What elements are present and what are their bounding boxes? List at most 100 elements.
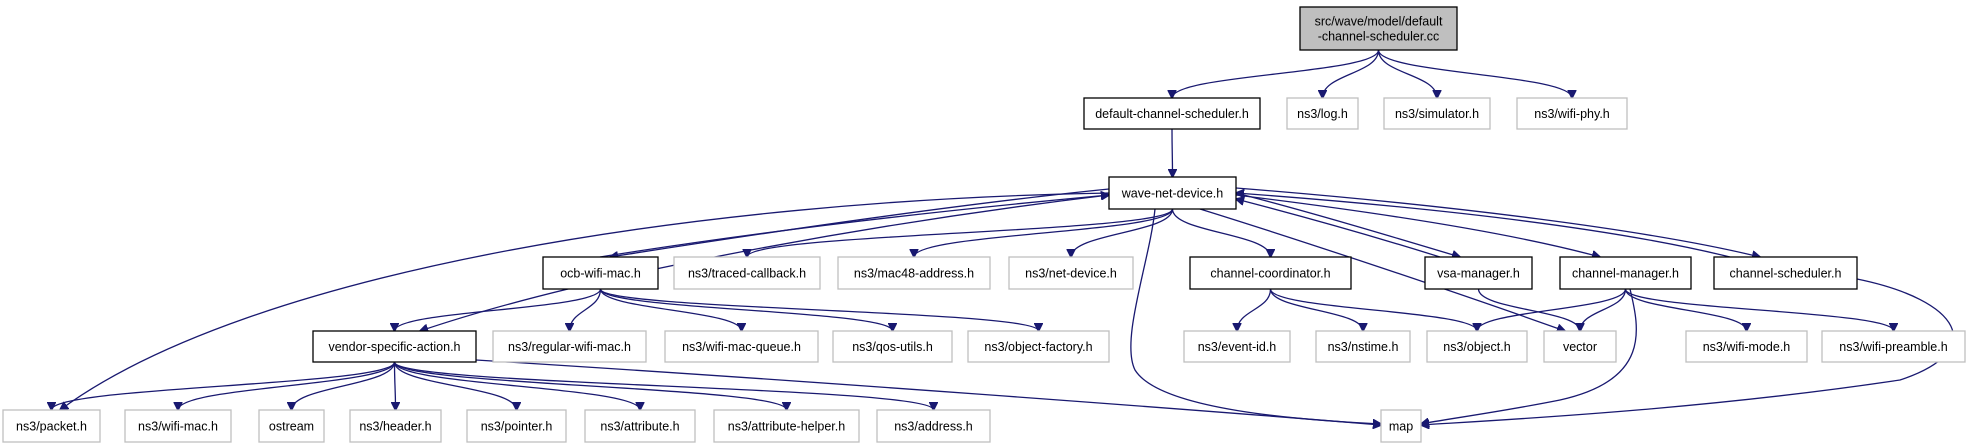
node-dcs-h[interactable]: default-channel-scheduler.h — [1083, 97, 1261, 130]
edge-main-to-dcs-h — [1172, 49, 1380, 98]
node-box — [1516, 97, 1628, 130]
node-object-factory-h: ns3/object-factory.h — [967, 330, 1110, 363]
edge-channel-scheduler-h-to-wave-net-device-h — [1236, 193, 1731, 258]
node-label: vsa-manager.h — [1437, 267, 1520, 281]
node-nstime-h: ns3/nstime.h — [1315, 330, 1411, 363]
node-wifi-mac-queue-h: ns3/wifi-mac-queue.h — [664, 330, 819, 363]
node-label: ns3/header.h — [359, 420, 431, 434]
node-box — [258, 409, 325, 443]
node-wifi-phy-h: ns3/wifi-phy.h — [1516, 97, 1628, 130]
node-label: ostream — [269, 420, 314, 434]
node-box — [1559, 256, 1692, 290]
node-ocb-wifi-mac-h[interactable]: ocb-wifi-mac.h — [542, 256, 659, 290]
node-channel-manager-h[interactable]: channel-manager.h — [1559, 256, 1692, 290]
edge-vendor-specific-action-h-to-packet-h — [52, 361, 396, 410]
node-packet-h: ns3/packet.h — [2, 409, 101, 443]
node-label: ns3/object.h — [1443, 340, 1510, 354]
edge-vsa-manager-h-to-vector — [1477, 288, 1581, 331]
node-box — [1315, 330, 1411, 363]
edge-channel-coordinator-h-to-event-id-h — [1237, 288, 1272, 331]
node-main[interactable]: src/wave/model/default-channel-scheduler… — [1299, 6, 1458, 51]
edge-wave-net-device-h-to-packet-h — [60, 192, 1110, 410]
edge-ocb-wifi-mac-h-to-wifi-mac-queue-h — [599, 288, 742, 331]
node-label: channel-scheduler.h — [1730, 267, 1842, 281]
edge-vendor-specific-action-h-to-attribute-h — [393, 361, 641, 410]
node-wifi-mode-h: ns3/wifi-mode.h — [1685, 330, 1808, 363]
node-mac48-address-h: ns3/mac48-address.h — [837, 256, 991, 290]
node-box — [1821, 330, 1966, 363]
edge-ocb-wifi-mac-h-to-regular-wifi-mac-h — [570, 288, 602, 331]
node-channel-scheduler-h[interactable]: channel-scheduler.h — [1713, 256, 1858, 290]
edge-vendor-specific-action-h-to-ostream — [292, 361, 396, 410]
edge-wave-net-device-h-to-ocb-wifi-mac-h — [610, 188, 1110, 257]
edge-wave-net-device-h-to-vector — [1199, 208, 1565, 331]
node-box — [1426, 330, 1528, 363]
node-box — [1424, 256, 1533, 290]
edge-vsa-manager-h-to-wave-net-device-h — [1236, 199, 1441, 258]
node-label: default-channel-scheduler.h — [1095, 107, 1249, 121]
node-box — [1083, 97, 1261, 130]
node-label: ns3/traced-callback.h — [688, 267, 806, 281]
node-label: ns3/packet.h — [16, 420, 87, 434]
node-label: ns3/wifi-mac-queue.h — [682, 340, 801, 354]
node-label: vector — [1563, 340, 1597, 354]
edge-vendor-specific-action-h-to-attribute-helper-h — [393, 361, 787, 410]
node-box — [2, 409, 101, 443]
node-label: ns3/wifi-mac.h — [138, 420, 218, 434]
edge-main-to-simulator-h — [1377, 49, 1438, 98]
edge-channel-manager-h-to-wifi-mode-h — [1624, 288, 1747, 331]
edge-vendor-specific-action-h-to-address-h — [393, 361, 934, 410]
edge-vendor-specific-action-h-to-pointer-h — [393, 361, 517, 410]
node-label: -channel-scheduler.cc — [1318, 30, 1440, 44]
node-label: ns3/address.h — [894, 420, 973, 434]
node-label: ns3/pointer.h — [481, 420, 553, 434]
node-box — [1189, 256, 1352, 290]
node-box — [1380, 409, 1422, 443]
node-label: channel-manager.h — [1572, 267, 1679, 281]
node-label: ns3/simulator.h — [1395, 107, 1479, 121]
edge-main-to-log-h — [1323, 49, 1380, 98]
node-vsa-manager-h[interactable]: vsa-manager.h — [1424, 256, 1533, 290]
edge-channel-manager-h-to-wifi-preamble-h — [1624, 288, 1894, 331]
edge-main-to-wifi-phy-h — [1377, 49, 1573, 98]
node-event-id-h: ns3/event-id.h — [1183, 330, 1291, 363]
node-map: map — [1380, 409, 1422, 443]
node-box — [664, 330, 819, 363]
node-wifi-preamble-h: ns3/wifi-preamble.h — [1821, 330, 1966, 363]
edge-channel-scheduler-h-to-map — [1421, 278, 1955, 425]
edge-vendor-specific-action-h-to-map — [475, 359, 1381, 425]
node-box — [466, 409, 567, 443]
node-box — [1383, 97, 1491, 130]
node-label: ns3/mac48-address.h — [854, 267, 974, 281]
node-simulator-h: ns3/simulator.h — [1383, 97, 1491, 130]
edge-wave-net-device-h-to-vendor-specific-action-h — [420, 194, 1110, 331]
node-box — [1183, 330, 1291, 363]
node-label: map — [1389, 420, 1413, 434]
node-box — [832, 330, 953, 363]
node-label: ns3/qos-utils.h — [852, 340, 933, 354]
edge-channel-manager-h-to-map — [1421, 288, 1637, 424]
node-label: channel-coordinator.h — [1210, 267, 1330, 281]
node-label: ns3/wifi-mode.h — [1703, 340, 1791, 354]
edges-layer — [52, 49, 1955, 425]
edge-channel-coordinator-h-to-nstime-h — [1269, 288, 1364, 331]
edge-dcs-h-to-wave-net-device-h — [1172, 128, 1173, 177]
node-label: ns3/net-device.h — [1025, 267, 1117, 281]
node-label: ocb-wifi-mac.h — [560, 267, 641, 281]
node-box — [124, 409, 232, 443]
edge-wave-net-device-h-to-channel-coordinator-h — [1171, 208, 1271, 257]
edge-ocb-wifi-mac-h-to-qos-utils-h — [599, 288, 893, 331]
node-box — [1685, 330, 1808, 363]
node-vendor-specific-action-h[interactable]: vendor-specific-action.h — [312, 330, 477, 363]
node-wave-net-device-h[interactable]: wave-net-device.h — [1108, 176, 1237, 210]
nodes-layer: src/wave/model/default-channel-scheduler… — [2, 6, 1966, 443]
node-label: src/wave/model/default — [1315, 15, 1443, 29]
node-wifi-mac-h: ns3/wifi-mac.h — [124, 409, 232, 443]
node-label: ns3/regular-wifi-mac.h — [508, 340, 631, 354]
node-channel-coordinator-h[interactable]: channel-coordinator.h — [1189, 256, 1352, 290]
edge-channel-manager-h-to-vector — [1580, 288, 1627, 331]
node-box — [837, 256, 991, 290]
edge-ocb-wifi-mac-h-to-object-factory-h — [599, 288, 1039, 331]
node-box — [1108, 176, 1237, 210]
